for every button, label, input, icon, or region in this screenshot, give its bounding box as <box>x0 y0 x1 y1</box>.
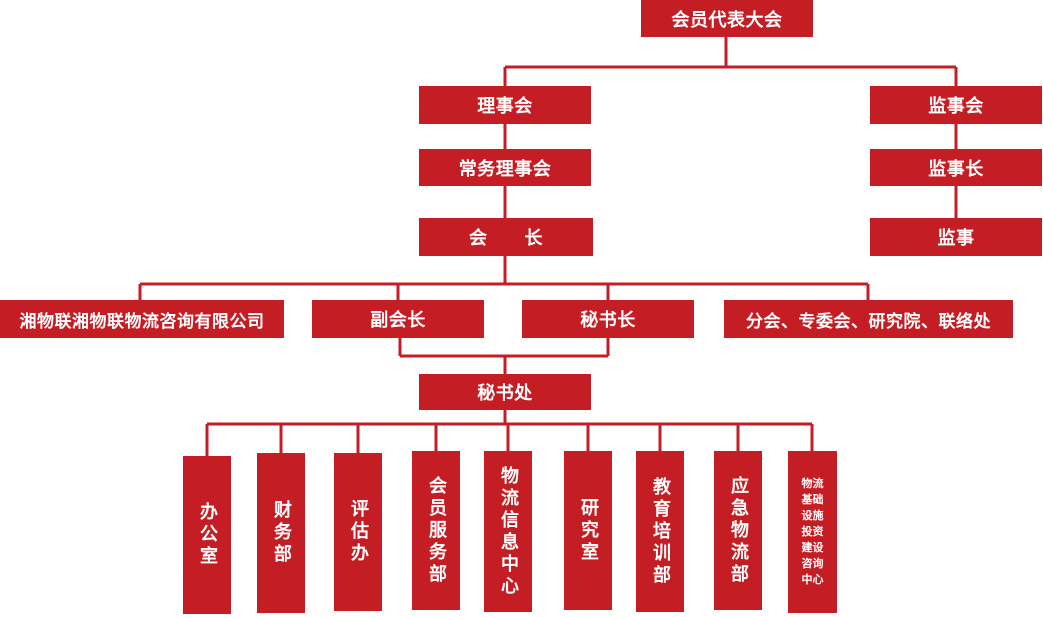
dept-evaluation: 评估办 <box>334 453 382 611</box>
node-members-congress: 会员代表大会 <box>641 0 813 37</box>
node-secretary-general: 秘书长 <box>522 300 694 338</box>
dept-member-services: 会员服务部 <box>412 451 460 610</box>
node-supervisory-board: 监事会 <box>870 86 1042 124</box>
node-branches: 分会、专委会、研究院、联络处 <box>724 300 1013 338</box>
node-council: 理事会 <box>419 86 591 124</box>
node-consulting-company: 湘物联湘物联物流咨询有限公司 <box>0 300 284 338</box>
dept-education-training: 教育培训部 <box>636 451 684 612</box>
node-president: 会 长 <box>419 218 593 256</box>
dept-infrastructure-consulting: 物流基础设施投资建设咨询中心 <box>788 451 837 613</box>
dept-finance: 财务部 <box>257 453 305 613</box>
dept-office: 办公室 <box>183 456 231 614</box>
node-supervisor: 监事 <box>870 218 1042 256</box>
node-vice-president: 副会长 <box>312 300 484 338</box>
node-secretariat: 秘书处 <box>419 374 591 410</box>
dept-emergency-logistics: 应急物流部 <box>714 451 762 610</box>
dept-logistics-info-center: 物流信息中心 <box>484 451 532 612</box>
dept-research-office: 研究室 <box>564 451 612 610</box>
node-chief-supervisor: 监事长 <box>870 149 1042 186</box>
node-standing-council: 常务理事会 <box>419 149 591 186</box>
